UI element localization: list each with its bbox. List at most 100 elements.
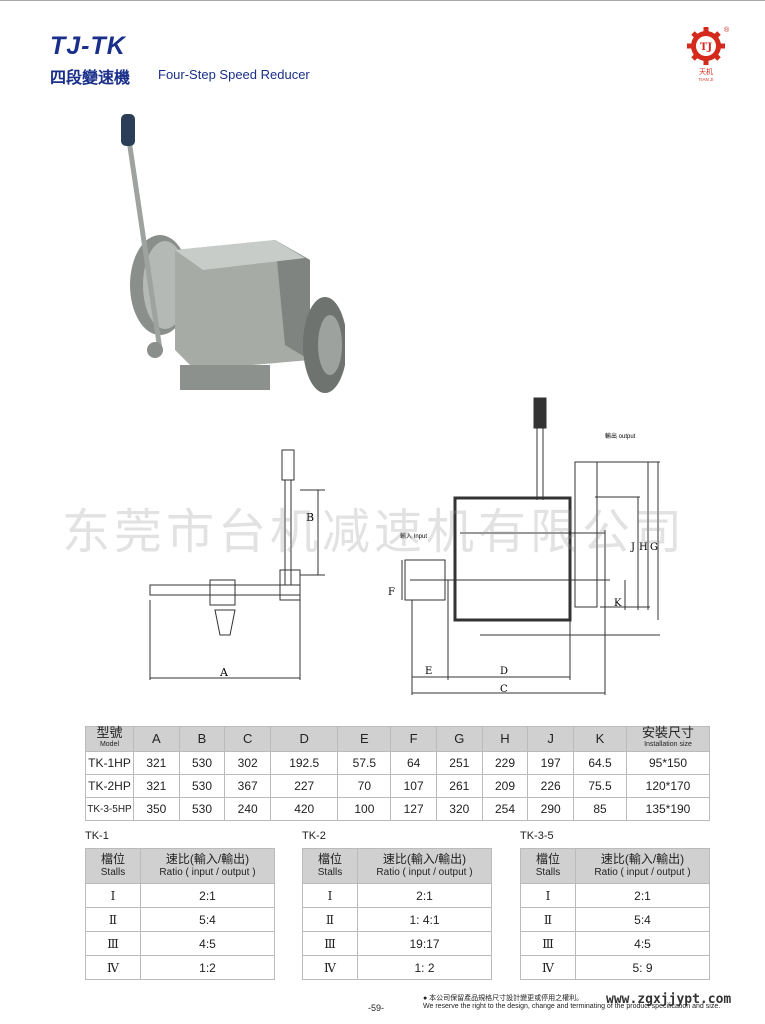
spec-cell: 85 bbox=[573, 797, 627, 821]
ratio-cell: 5:4 bbox=[140, 907, 275, 932]
logo-en: TIAN JI bbox=[698, 77, 713, 82]
ratio-cell: 4:5 bbox=[575, 931, 710, 956]
dim-label-g: G bbox=[650, 542, 658, 553]
page-number: -59- bbox=[368, 1003, 385, 1013]
spec-cell: 530 bbox=[178, 797, 226, 821]
header-h: H bbox=[481, 726, 529, 752]
dim-label-k: K bbox=[614, 598, 622, 609]
spec-cell: 261 bbox=[435, 774, 483, 798]
registered-mark: ® bbox=[724, 26, 730, 34]
ratio-cell: 4:5 bbox=[140, 931, 275, 956]
stall-cell: Ⅳ bbox=[520, 955, 576, 980]
page-subtitle-cn: 四段變速機 bbox=[50, 70, 131, 87]
stall-cell: Ⅱ bbox=[85, 907, 141, 932]
ratio-table-label: TK-3-5 bbox=[520, 830, 554, 842]
spec-cell: 57.5 bbox=[337, 751, 392, 775]
dim-label-e: E bbox=[425, 666, 432, 677]
spec-cell: 127 bbox=[390, 797, 437, 821]
ratio-cell: 1:2 bbox=[140, 955, 275, 980]
header-a: A bbox=[133, 726, 180, 752]
model-cell: TK-3-5HP bbox=[85, 797, 134, 821]
spec-cell: 100 bbox=[337, 797, 392, 821]
spec-cell: 64.5 bbox=[573, 751, 627, 775]
spec-cell: 120*170 bbox=[626, 774, 710, 798]
stall-cell: Ⅳ bbox=[85, 955, 141, 980]
spec-cell: 135*190 bbox=[626, 797, 710, 821]
spec-cell: 75.5 bbox=[573, 774, 627, 798]
ratio-header: 速比(輸入/輸出)Ratio ( input / output ) bbox=[140, 848, 275, 884]
ratio-header: 速比(輸入/輸出)Ratio ( input / output ) bbox=[357, 848, 492, 884]
stall-cell: Ⅲ bbox=[520, 931, 576, 956]
header-j: J bbox=[527, 726, 574, 752]
spec-cell: 367 bbox=[224, 774, 272, 798]
spec-cell: 240 bbox=[224, 797, 272, 821]
model-cell: TK-2HP bbox=[85, 774, 134, 798]
spec-cell: 254 bbox=[481, 797, 529, 821]
spec-cell: 302 bbox=[224, 751, 272, 775]
stall-cell: Ⅲ bbox=[302, 931, 358, 956]
dim-label-h: H bbox=[639, 542, 648, 553]
dim-label-f: F bbox=[388, 587, 395, 598]
spec-cell: 321 bbox=[133, 774, 180, 798]
stall-cell: Ⅲ bbox=[85, 931, 141, 956]
header-c: C bbox=[224, 726, 272, 752]
spec-cell: 290 bbox=[527, 797, 574, 821]
spec-cell: 350 bbox=[133, 797, 180, 821]
section-view-drawing: J H G K F E D C 輸入 Input 輸出 output bbox=[388, 397, 660, 695]
footer-note: ● 本公司保留產品規格尺寸設計變更或停用之權利。We reserve the r… bbox=[423, 995, 721, 1010]
page-subtitle-en: Four-Step Speed Reducer bbox=[158, 67, 310, 82]
spec-cell: 192.5 bbox=[270, 751, 339, 775]
dim-label-d: D bbox=[500, 666, 508, 677]
header-g: G bbox=[435, 726, 483, 752]
spec-cell: 197 bbox=[527, 751, 574, 775]
ratio-header: 速比(輸入/輸出)Ratio ( input / output ) bbox=[575, 848, 710, 884]
stall-cell: Ⅳ bbox=[302, 955, 358, 980]
spec-cell: 420 bbox=[270, 797, 339, 821]
header-k: K bbox=[573, 726, 627, 752]
ratio-cell: 2:1 bbox=[357, 883, 492, 908]
dim-label-j: J bbox=[630, 542, 635, 553]
spec-cell: 530 bbox=[178, 751, 226, 775]
logo-mark: TJ bbox=[700, 42, 712, 53]
header-d: D bbox=[270, 726, 339, 752]
spec-cell: 320 bbox=[435, 797, 483, 821]
stall-cell: Ⅰ bbox=[85, 883, 141, 908]
header-f: F bbox=[390, 726, 437, 752]
model-cell: TK-1HP bbox=[85, 751, 134, 775]
dim-label-b: B bbox=[306, 511, 314, 524]
spec-cell: 321 bbox=[133, 751, 180, 775]
watermark-url: www.zgxjjypt.com bbox=[606, 992, 732, 1007]
spec-cell: 64 bbox=[390, 751, 437, 775]
output-label: 輸出 output bbox=[605, 432, 636, 440]
spec-cell: 251 bbox=[435, 751, 483, 775]
ratio-cell: 1: 4:1 bbox=[357, 907, 492, 932]
stall-cell: Ⅱ bbox=[520, 907, 576, 932]
header-b: B bbox=[178, 726, 226, 752]
ratio-cell: 2:1 bbox=[140, 883, 275, 908]
spec-cell: 227 bbox=[270, 774, 339, 798]
spec-cell: 70 bbox=[337, 774, 392, 798]
spec-cell: 95*150 bbox=[626, 751, 710, 775]
input-label: 輸入 Input bbox=[400, 532, 427, 540]
page-title: TJ-TK bbox=[50, 32, 126, 60]
